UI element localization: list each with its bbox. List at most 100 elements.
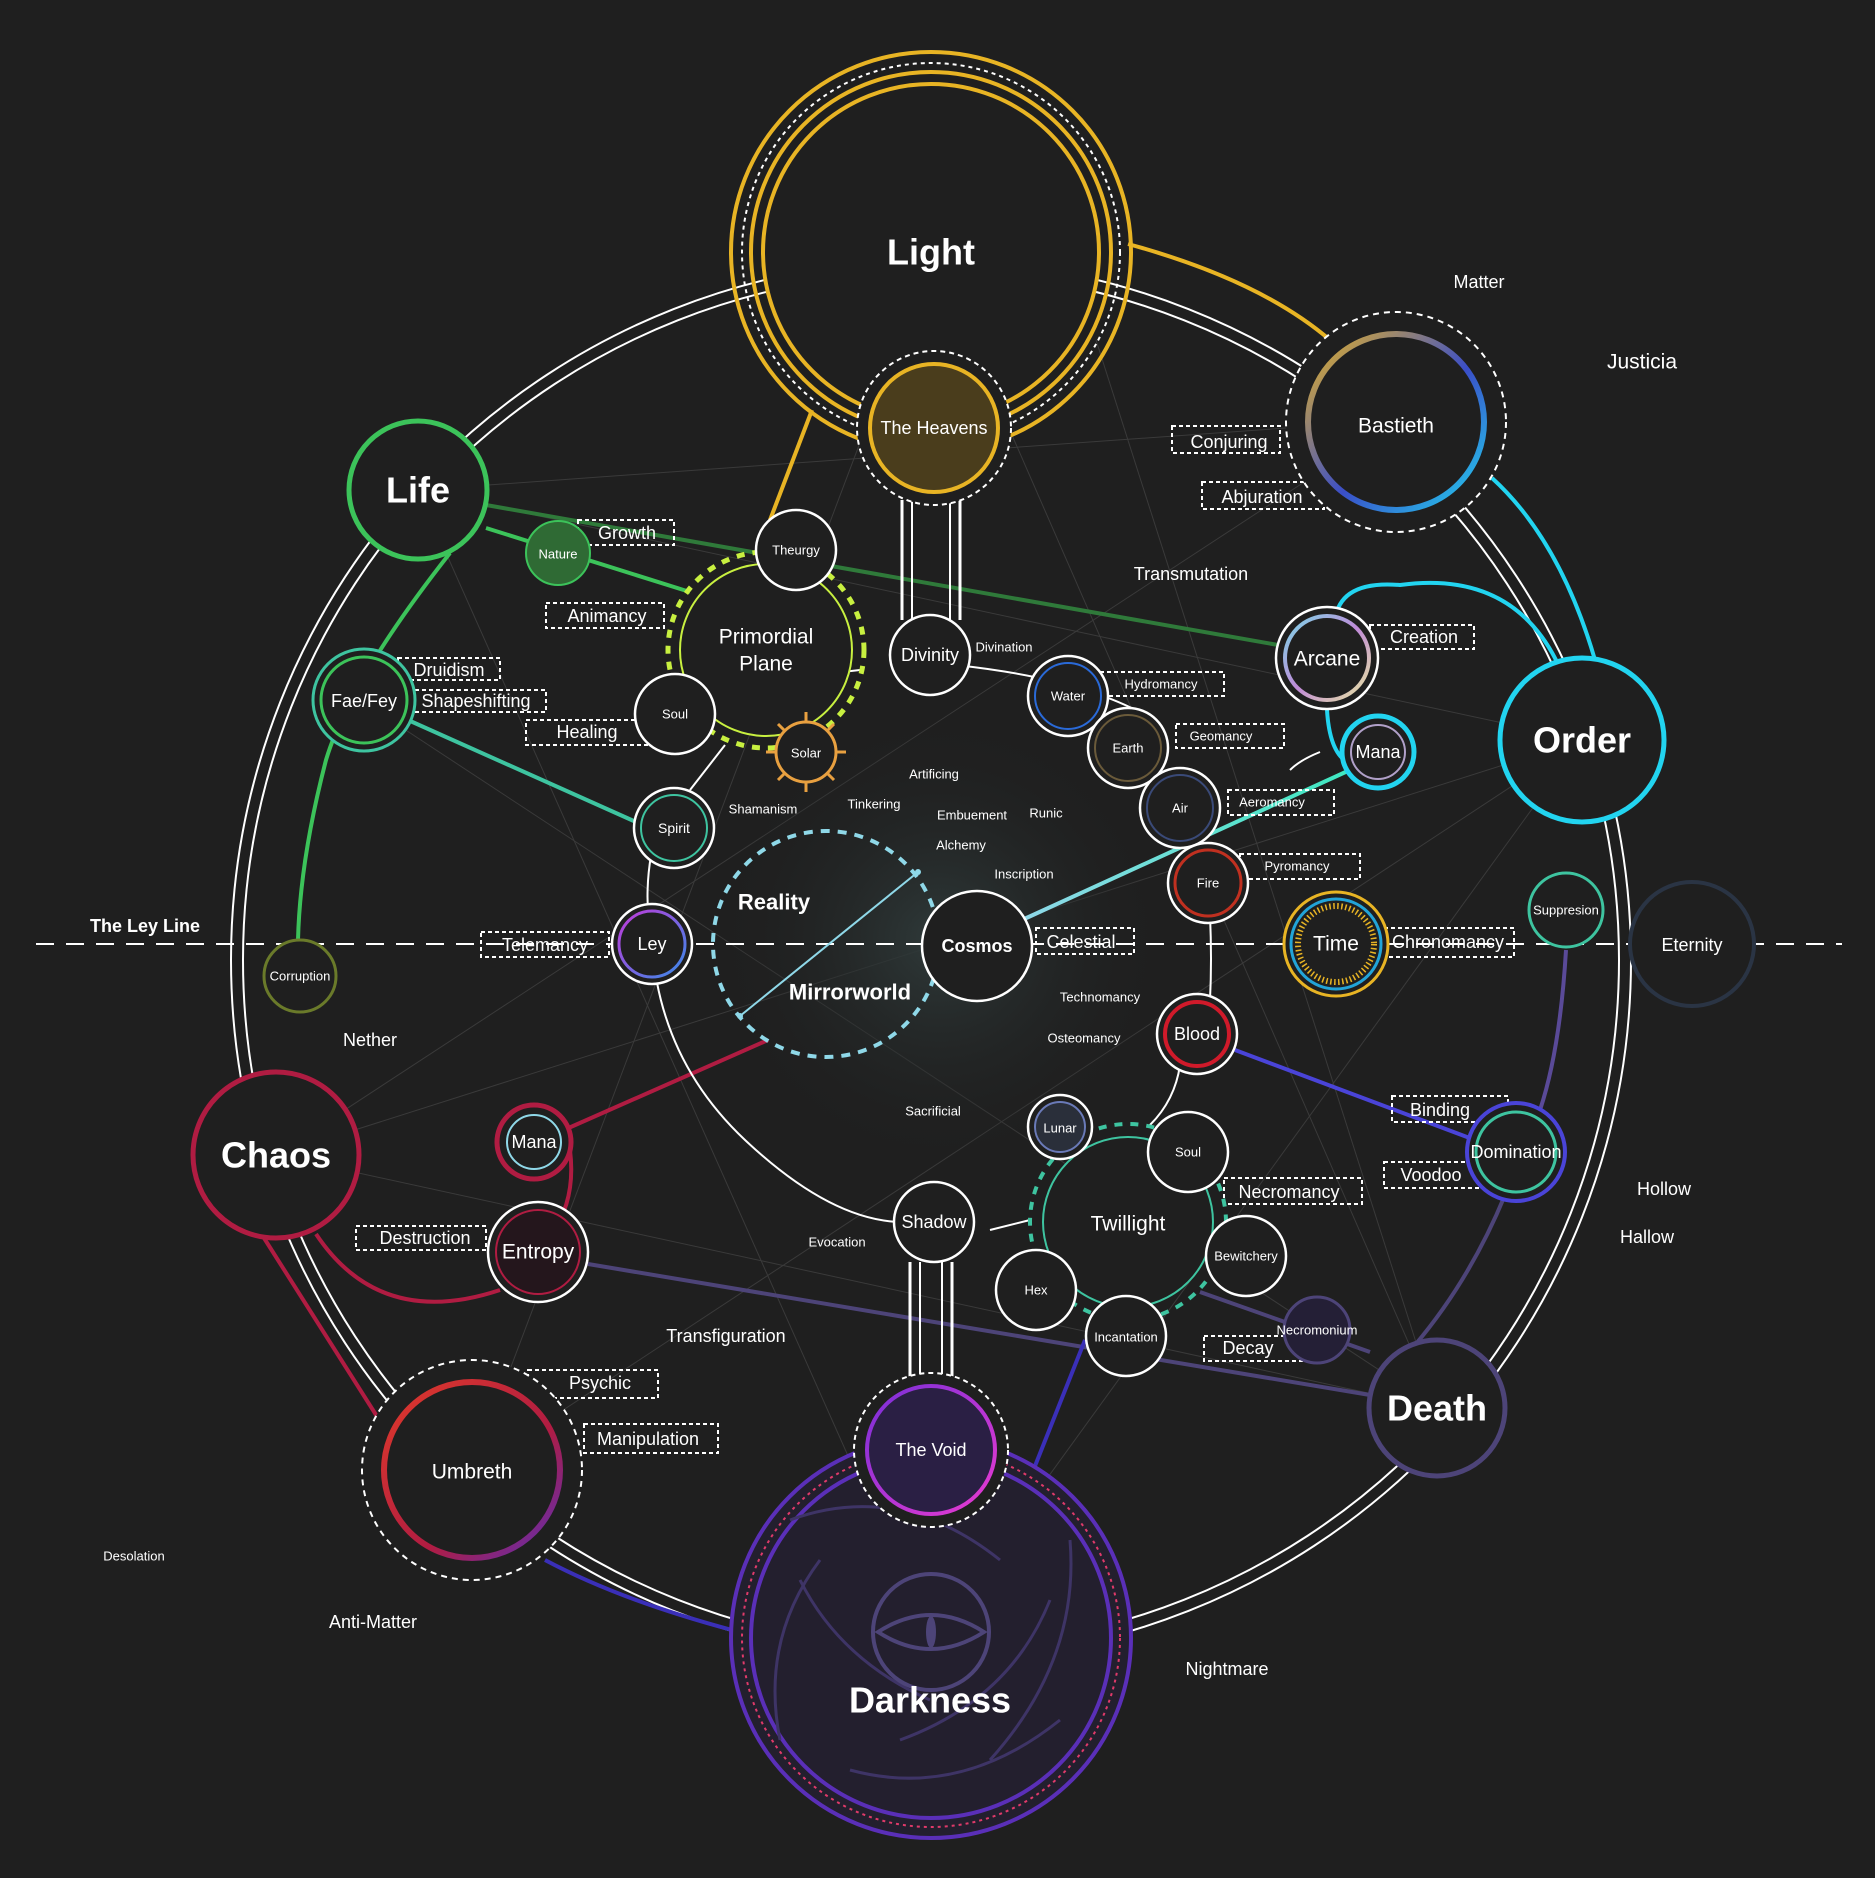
mana-left-label: Mana: [511, 1132, 557, 1152]
hex-label: Hex: [1024, 1283, 1048, 1298]
label-sacrificial: Sacrificial: [905, 1104, 961, 1119]
arcane-label: Arcane: [1294, 648, 1361, 671]
bastieth-label: Bastieth: [1358, 415, 1434, 438]
tag-telemancy: Telemancy: [502, 935, 588, 955]
shadow-label: Shadow: [901, 1212, 967, 1232]
fire-label: Fire: [1197, 876, 1219, 891]
order-node[interactable]: [1497, 655, 1667, 825]
tag-necromancy: Necromancy: [1238, 1182, 1339, 1202]
necromonium-label: Necromonium: [1277, 1323, 1358, 1338]
fae-spirit-line: [407, 718, 637, 824]
theurgy-label: Theurgy: [772, 543, 820, 558]
air-label: Air: [1172, 801, 1189, 816]
life-node[interactable]: [346, 418, 490, 562]
node-labels: Light Order Death Darkness Chaos Life Th…: [221, 232, 1723, 1721]
entropy-label: Entropy: [502, 1241, 575, 1264]
the-void-node[interactable]: [853, 1372, 1009, 1528]
bewitchery-node: [1204, 1214, 1288, 1298]
mana-right-node[interactable]: [1339, 713, 1417, 791]
darkness-label: Darkness: [849, 1680, 1011, 1721]
label-hollow: Hollow: [1637, 1179, 1692, 1199]
nature-node[interactable]: [525, 520, 591, 586]
ley-label: Ley: [637, 934, 666, 954]
cosmos-node: [920, 889, 1034, 1003]
solar-node[interactable]: [766, 712, 846, 792]
lunar-node[interactable]: [1026, 1093, 1094, 1161]
suppresion-label: Suppresion: [1533, 903, 1599, 918]
chaos-node[interactable]: [190, 1069, 362, 1241]
fae-fey-node[interactable]: [311, 647, 417, 753]
death-label: Death: [1387, 1388, 1487, 1429]
label-transfiguration: Transfiguration: [666, 1326, 785, 1346]
mana-right-label: Mana: [1355, 742, 1401, 762]
label-artificing: Artificing: [909, 767, 959, 782]
earth-node[interactable]: [1086, 706, 1170, 790]
the-heavens-node[interactable]: [856, 350, 1012, 506]
colored-connections: [262, 242, 1597, 1632]
life-corruption-path: [296, 551, 452, 941]
chaos-entropy-curve: [314, 1232, 501, 1304]
domination-node[interactable]: [1465, 1101, 1567, 1203]
suppresion-node[interactable]: [1527, 871, 1605, 949]
blood-node[interactable]: [1155, 992, 1239, 1076]
corruption-node[interactable]: [262, 938, 338, 1014]
water-node[interactable]: [1026, 654, 1110, 738]
corruption-label: Corruption: [270, 969, 331, 984]
label-alchemy: Alchemy: [936, 838, 986, 853]
label-matter: Matter: [1453, 272, 1504, 292]
death-node[interactable]: [1366, 1337, 1508, 1479]
bastieth-node[interactable]: [1285, 311, 1507, 533]
soul-lower-label: Soul: [1175, 1145, 1201, 1160]
label-runic: Runic: [1029, 806, 1063, 821]
fae-fey-label: Fae/Fey: [331, 691, 397, 711]
arcane-node[interactable]: [1274, 605, 1380, 711]
ley-node[interactable]: [610, 902, 694, 986]
label-nether: Nether: [343, 1030, 397, 1050]
tag-abjuration: Abjuration: [1221, 487, 1302, 507]
tag-pyromancy: Pyromancy: [1264, 859, 1330, 874]
tag-chronomancy: Chronomancy: [1392, 932, 1504, 952]
spirit-label: Spirit: [658, 820, 690, 836]
suppresion-domination-line: [1538, 949, 1568, 1111]
necromonium-node[interactable]: [1282, 1295, 1352, 1365]
time-node[interactable]: [1282, 890, 1390, 998]
tag-destruction: Destruction: [379, 1228, 470, 1248]
air-node[interactable]: [1138, 766, 1222, 850]
eternity-node[interactable]: [1628, 880, 1756, 1008]
tag-hydromancy: Hydromancy: [1125, 677, 1198, 692]
tag-shapeshifting: Shapeshifting: [421, 691, 530, 711]
solar-label: Solar: [791, 746, 822, 761]
life-arcane-line: [485, 503, 1279, 647]
umbreth-label: Umbreth: [432, 1461, 513, 1484]
mana-left-node[interactable]: [494, 1102, 574, 1182]
tag-celestial: Celestial: [1046, 932, 1115, 952]
divinity-node: [888, 613, 972, 697]
entropy-inner-ring: [495, 1209, 581, 1295]
label-osteomancy: Osteomancy: [1048, 1031, 1121, 1046]
arcane-order-arc: [1333, 580, 1558, 661]
tag-voodoo: Voodoo: [1400, 1165, 1461, 1185]
tag-psychic: Psychic: [569, 1373, 631, 1393]
domination-death-line: [1413, 1194, 1507, 1347]
time-label: Time: [1313, 933, 1359, 956]
chaos-umbreth-line: [262, 1236, 380, 1420]
chaos-label: Chaos: [221, 1135, 331, 1176]
label-anti-matter: Anti-Matter: [329, 1612, 417, 1632]
lunar-label: Lunar: [1043, 1121, 1077, 1136]
mirror-mana-line: [563, 1038, 769, 1132]
umbreth-node[interactable]: [361, 1359, 583, 1581]
entropy-death-line: [587, 1262, 1371, 1397]
soul-lower-node: [1146, 1110, 1230, 1194]
blood-label: Blood: [1174, 1024, 1220, 1044]
earth-label: Earth: [1112, 741, 1143, 756]
fire-node[interactable]: [1166, 841, 1250, 925]
incantation-label: Incantation: [1094, 1330, 1158, 1345]
tag-aeromancy: Aeromancy: [1239, 795, 1305, 810]
order-label: Order: [1533, 720, 1631, 761]
twillight-label: Twillight: [1091, 1213, 1166, 1236]
spirit-node[interactable]: [632, 786, 716, 870]
ley-line-title: The Ley Line: [90, 916, 200, 936]
tag-animancy: Animancy: [567, 606, 646, 626]
label-desolation: Desolation: [103, 1549, 164, 1564]
label-inscription: Inscription: [994, 867, 1053, 882]
